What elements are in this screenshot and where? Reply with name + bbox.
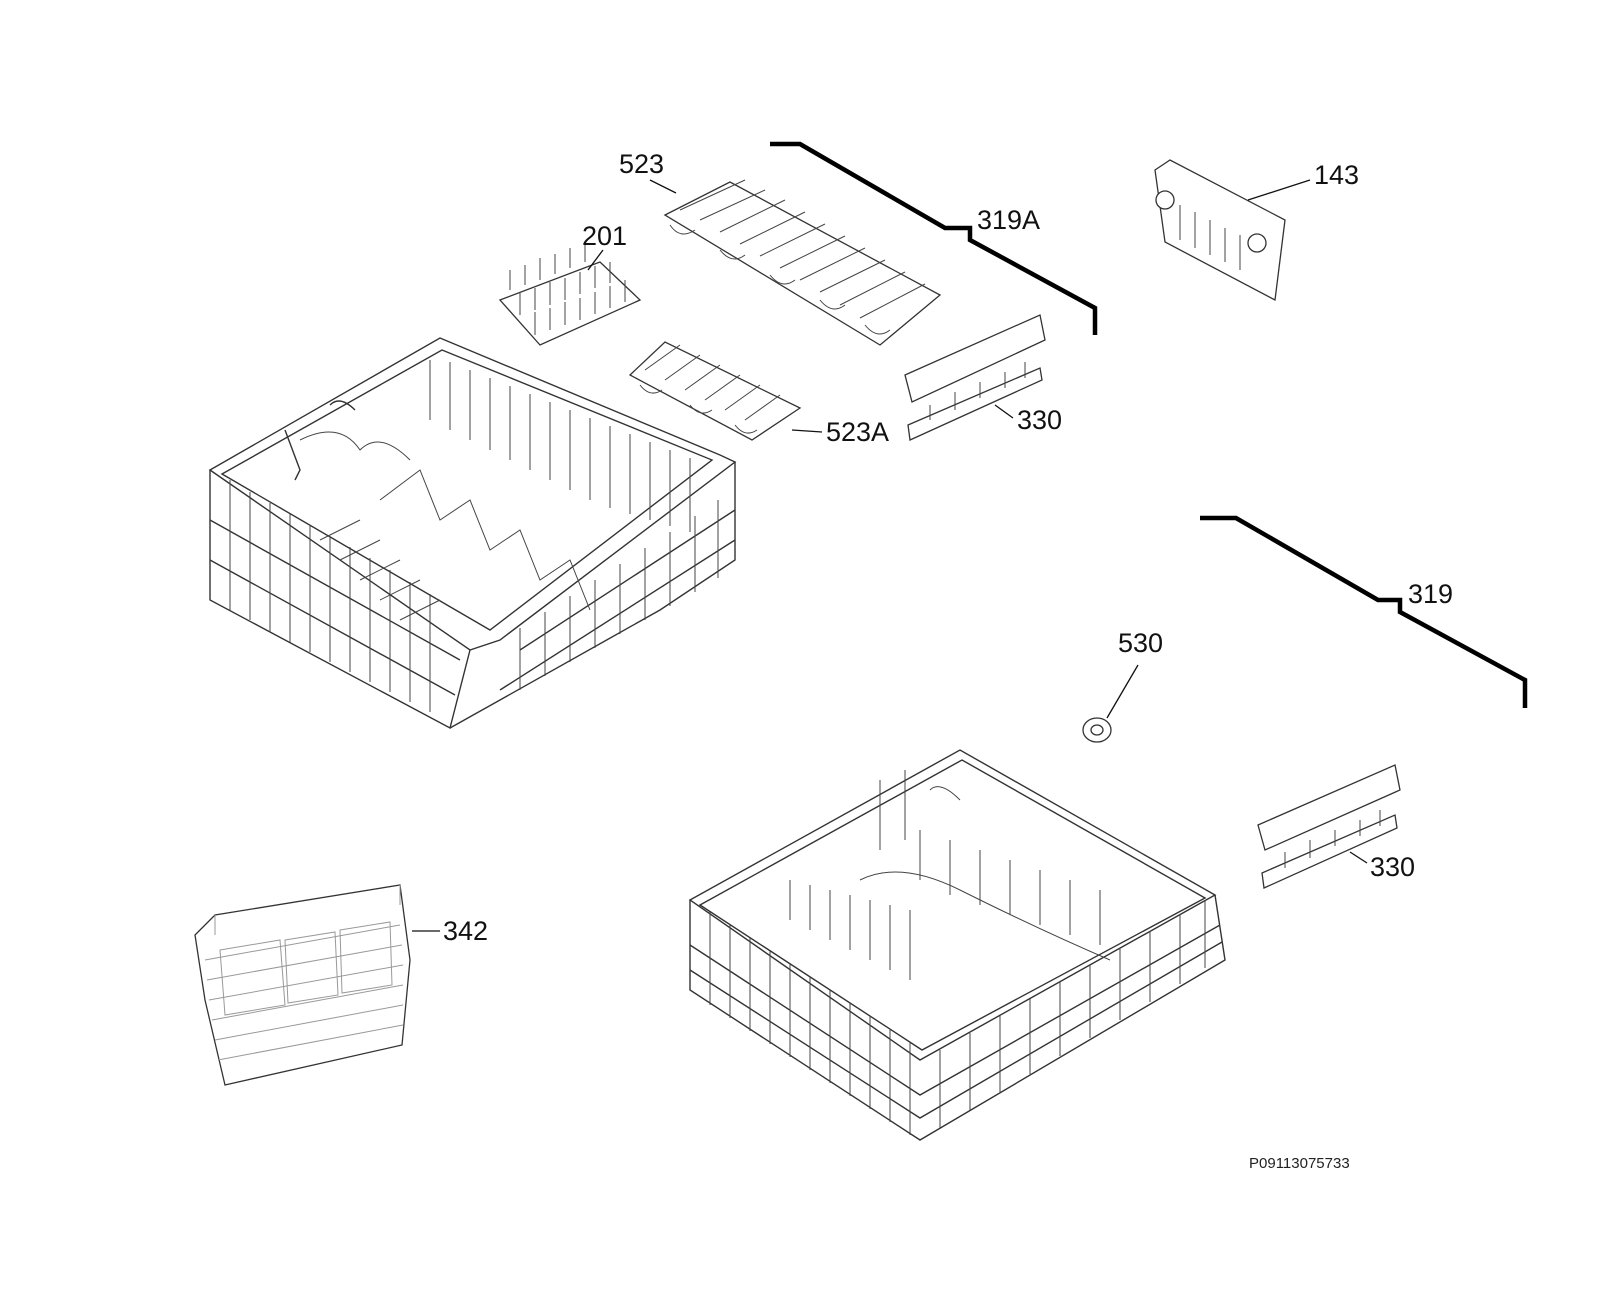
lower-basket: [688, 749, 1226, 1141]
label-530: 530: [1118, 628, 1163, 658]
cutlery-basket-342: [194, 884, 411, 1086]
drawing-reference-number: P09113075733: [1249, 1155, 1350, 1172]
leader-lines: [412, 179, 1368, 932]
label-342: 342: [443, 916, 488, 946]
kit-bracket-319A: [770, 141, 1098, 335]
label-143: 143: [1314, 160, 1359, 190]
rail-523A: [628, 341, 802, 441]
rail-523: [663, 179, 942, 346]
bracket-143: [1154, 159, 1286, 302]
tine-row-201: [498, 244, 642, 346]
runner-330-lower: [1257, 764, 1401, 889]
label-330-lower: 330: [1370, 852, 1415, 882]
upper-basket: [208, 337, 737, 730]
runner-330-upper: [904, 314, 1046, 441]
label-319: 319: [1408, 579, 1453, 609]
label-201: 201: [582, 221, 627, 251]
label-319A: 319A: [977, 205, 1040, 235]
label-523: 523: [619, 149, 664, 179]
label-330-upper: 330: [1017, 405, 1062, 435]
wheel-530: [1082, 717, 1112, 743]
label-523A: 523A: [826, 417, 889, 447]
kit-bracket-319: [1200, 515, 1528, 708]
